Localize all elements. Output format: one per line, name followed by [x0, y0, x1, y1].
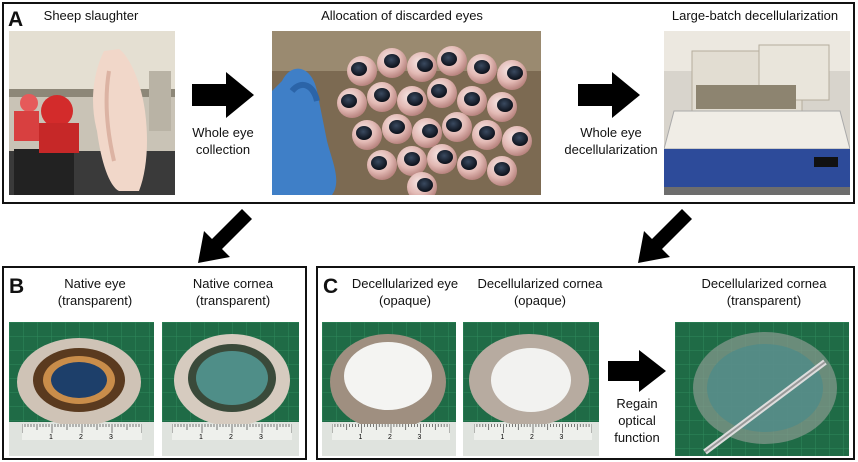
panel-b-label: B [9, 275, 25, 298]
eyeball-icon [367, 82, 397, 112]
ruler-number: 2 [79, 434, 83, 440]
sheep-slaughter-photo [9, 31, 175, 195]
eyeball-icon [382, 114, 412, 144]
discarded-eyes-photo [272, 31, 541, 195]
eyeball-icon [397, 86, 427, 116]
eyeball-icon [487, 156, 517, 186]
ruler-number: 1 [359, 434, 363, 440]
eyeball-icon [472, 120, 502, 150]
native-eye-photo [9, 322, 154, 456]
eyeball-icon [412, 118, 442, 148]
ruler: 1 2 3 [22, 424, 142, 440]
arrow-right-icon [192, 72, 254, 118]
eyeball-icon [352, 120, 382, 150]
native-cornea-caption: Native cornea(transparent) [192, 276, 274, 308]
ruler-number: 3 [560, 434, 564, 440]
eyeball-icon [457, 150, 487, 180]
eyeball-icon [457, 86, 487, 116]
eyeball-icon [407, 52, 437, 82]
panel-c-label: C [323, 275, 339, 298]
eyeball-icon [497, 60, 527, 90]
eyeball-icon [337, 88, 367, 118]
eyeball-icon [442, 112, 472, 142]
ruler-number: 1 [49, 434, 53, 440]
panel-a-label: A [8, 8, 24, 31]
eyeball-icon [437, 46, 467, 76]
eyeball-icon [367, 150, 397, 180]
eyeball-icon [502, 126, 532, 156]
batch-caption: Large-batch decellularization [671, 8, 839, 23]
slaughter-caption: Sheep slaughter [43, 8, 139, 23]
ruler-number: 2 [388, 434, 392, 440]
eyeball-icon [397, 146, 427, 176]
decell-cornea-transparent-photo [675, 322, 849, 456]
large-batch-photo [664, 31, 850, 195]
ruler-number: 2 [530, 434, 534, 440]
arrow-right-icon [608, 350, 666, 392]
ruler-number: 1 [199, 434, 203, 440]
eyeball-icon [487, 92, 517, 122]
decell-cornea-clear-caption: Decellularized cornea(transparent) [701, 276, 827, 308]
eyeball-icon [467, 54, 497, 84]
eyeball-icon [427, 78, 457, 108]
eyeball-icon [427, 144, 457, 174]
ruler: 1 2 3 [474, 424, 592, 440]
decell-cornea-caption: Decellularized cornea(opaque) [477, 276, 603, 308]
arrow-right-icon [578, 72, 640, 118]
eyeball-icon [377, 48, 407, 78]
ruler-number: 3 [259, 434, 263, 440]
ruler: 1 2 3 [172, 424, 292, 440]
ruler-number: 3 [418, 434, 422, 440]
arrow-down-left-icon [198, 209, 252, 263]
eyeball-icon [407, 172, 437, 195]
allocation-caption: Allocation of discarded eyes [321, 8, 483, 23]
arrow-down-left-icon [638, 209, 692, 263]
native-eye-caption: Native eye(transparent) [57, 276, 133, 308]
ruler: 1 2 3 [332, 424, 450, 440]
decell-eye-caption: Decellularized eye(opaque) [351, 276, 459, 308]
eyeball-icon [347, 56, 377, 86]
ruler-number: 2 [229, 434, 233, 440]
ruler-number: 3 [109, 434, 113, 440]
ruler-number: 1 [501, 434, 505, 440]
